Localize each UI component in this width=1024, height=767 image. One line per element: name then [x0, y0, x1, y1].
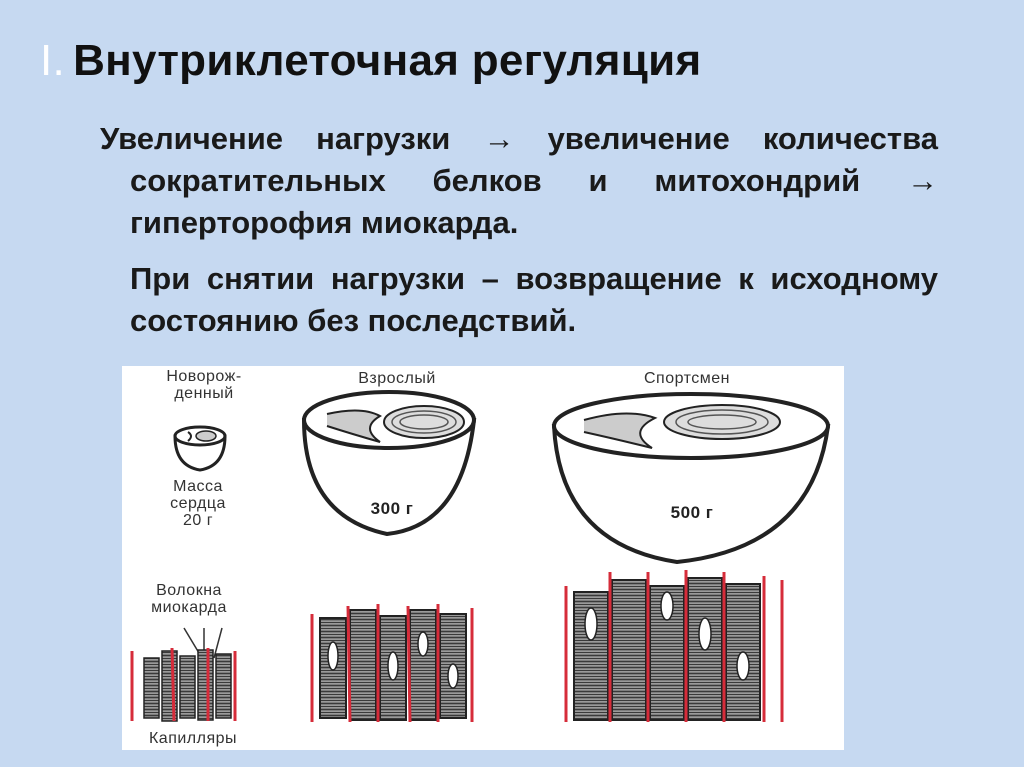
athlete-label: Спортсмен: [612, 370, 762, 387]
fibers-label-line2: миокарда: [134, 599, 244, 616]
mass-newborn: 20 г: [148, 512, 248, 529]
mass-label-line2: сердца: [148, 495, 248, 512]
mass-athlete: 500 г: [652, 504, 732, 521]
athlete-myocardium-fibers: [566, 570, 782, 722]
newborn-heart-icon: [175, 427, 225, 470]
paragraph-load-increase: Увеличение нагрузки → увеличение количес…: [130, 118, 938, 244]
capillaries-label: Капилляры: [128, 730, 258, 747]
heart-mass-label: Масса сердца 20 г: [148, 478, 248, 529]
paragraph-load-removal: При снятии нагрузки – возвращение к исхо…: [130, 258, 938, 342]
slide-title: I.Внутриклеточная регуляция: [40, 36, 1000, 86]
mass-adult: 300 г: [352, 500, 432, 517]
athlete-heart-icon: [554, 394, 828, 562]
heart-hypertrophy-figure: Новорож- денный Взрослый Спортсмен Масса…: [122, 366, 844, 750]
mass-label-line1: Масса: [148, 478, 248, 495]
title-text: Внутриклеточная регуляция: [73, 36, 701, 85]
newborn-label-line2: денный: [144, 385, 264, 402]
newborn-label: Новорож- денный: [144, 368, 264, 402]
adult-myocardium-fibers: [312, 604, 472, 722]
newborn-myocardium-fibers: [132, 628, 235, 721]
adult-label: Взрослый: [332, 370, 462, 387]
newborn-label-line1: Новорож-: [144, 368, 264, 385]
fibers-label: Волокна миокарда: [134, 582, 244, 616]
figure-drawing: [122, 366, 844, 750]
fibers-label-line1: Волокна: [134, 582, 244, 599]
title-number: I.: [40, 36, 65, 85]
